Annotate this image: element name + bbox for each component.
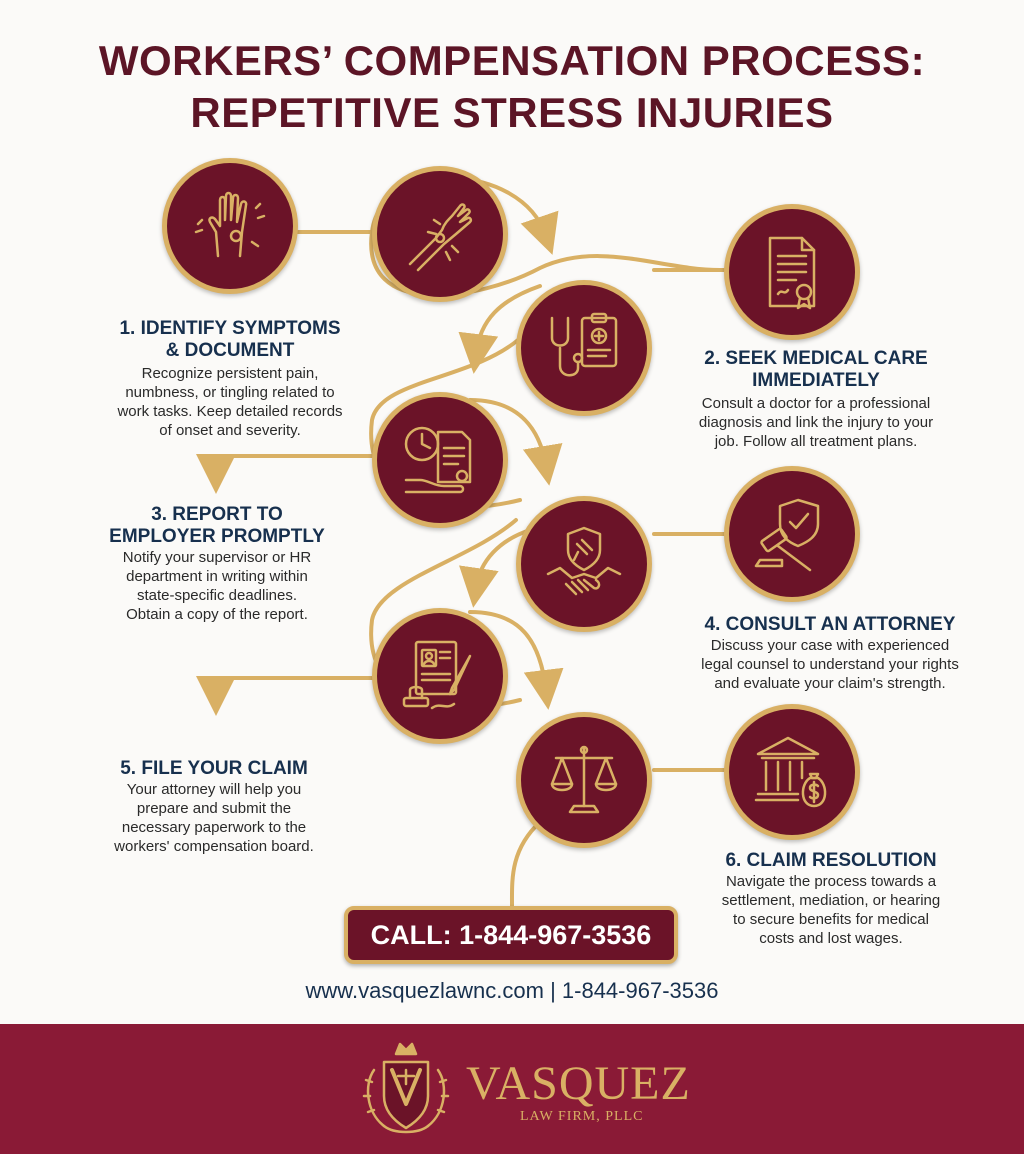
step-5-description: Your attorney will help you prepare and … (114, 781, 314, 855)
step-4-description: Discuss your case with experienced legal… (701, 637, 959, 692)
page-title-line-1: WORKERS’ COMPENSATION PROCESS: (98, 37, 926, 84)
stethoscope-clipboard-icon (550, 312, 618, 377)
brand-subtitle: LAW FIRM, PLLC (520, 1109, 644, 1124)
step-6-title: 6. CLAIM RESOLUTION (725, 850, 937, 871)
step-5-icon-circle (372, 608, 508, 744)
courthouse-money-icon (754, 736, 827, 808)
step-1-icon-circle (162, 158, 298, 294)
step-1-title: 1. IDENTIFY SYMPTOMS & DOCUMENT (119, 318, 341, 361)
step-2-title: 2. SEEK MEDICAL CARE IMMEDIATELY (704, 348, 928, 391)
shield-gavel-handshake-icon (546, 526, 622, 596)
connector-elbow (196, 454, 374, 494)
step-3b-icon-circle (516, 496, 652, 632)
step-5b-icon-circle (516, 712, 652, 848)
gavel-shield-icon (754, 498, 820, 572)
hand-pain-icon (194, 191, 266, 258)
connector-line (509, 820, 542, 908)
step-1b-icon-circle (372, 166, 508, 302)
document-seal-icon (768, 236, 816, 310)
step-2b-icon-circle (516, 280, 652, 416)
step-3-title: 3. REPORT TO EMPLOYER PROMPTLY (109, 504, 325, 547)
brand-footer-band (0, 1024, 1024, 1154)
page-title-line-2: REPETITIVE STRESS INJURIES (190, 89, 834, 136)
law-firm-crest-icon (362, 1042, 450, 1134)
step-3-description: Notify your supervisor or HR department … (122, 549, 312, 623)
step-6-description: Navigate the process towards a settlemen… (721, 873, 941, 947)
clock-document-icon (404, 426, 472, 494)
step-4-title: 4. CONSULT AN ATTORNEY (704, 614, 956, 635)
step-4-icon-circle (724, 466, 860, 602)
claim-form-stamp-icon (402, 640, 472, 710)
step-3-icon-circle (372, 392, 508, 528)
connector-arc (459, 528, 532, 608)
connector-scurve (369, 230, 722, 298)
connector-arc (468, 610, 564, 710)
step-1-description: Recognize persistent pain, numbness, or … (117, 365, 343, 439)
arm-pain-icon (408, 203, 473, 272)
step-2-icon-circle (724, 204, 860, 340)
step-5-title: 5. FILE YOUR CLAIM (120, 758, 308, 779)
step-2-description: Consult a doctor for a professional diag… (698, 395, 934, 450)
connector-arc (458, 284, 542, 374)
call-button[interactable]: CALL: 1-844-967-3536 (344, 906, 678, 964)
step-6-icon-circle (724, 704, 860, 840)
footer-contact[interactable]: www.vasquezlawnc.com | 1-844-967-3536 (305, 978, 719, 1003)
brand-name: VASQUEZ (466, 1057, 691, 1110)
connector-elbow (196, 676, 374, 716)
connector-arc (468, 398, 563, 486)
scales-of-justice-icon (550, 745, 618, 814)
